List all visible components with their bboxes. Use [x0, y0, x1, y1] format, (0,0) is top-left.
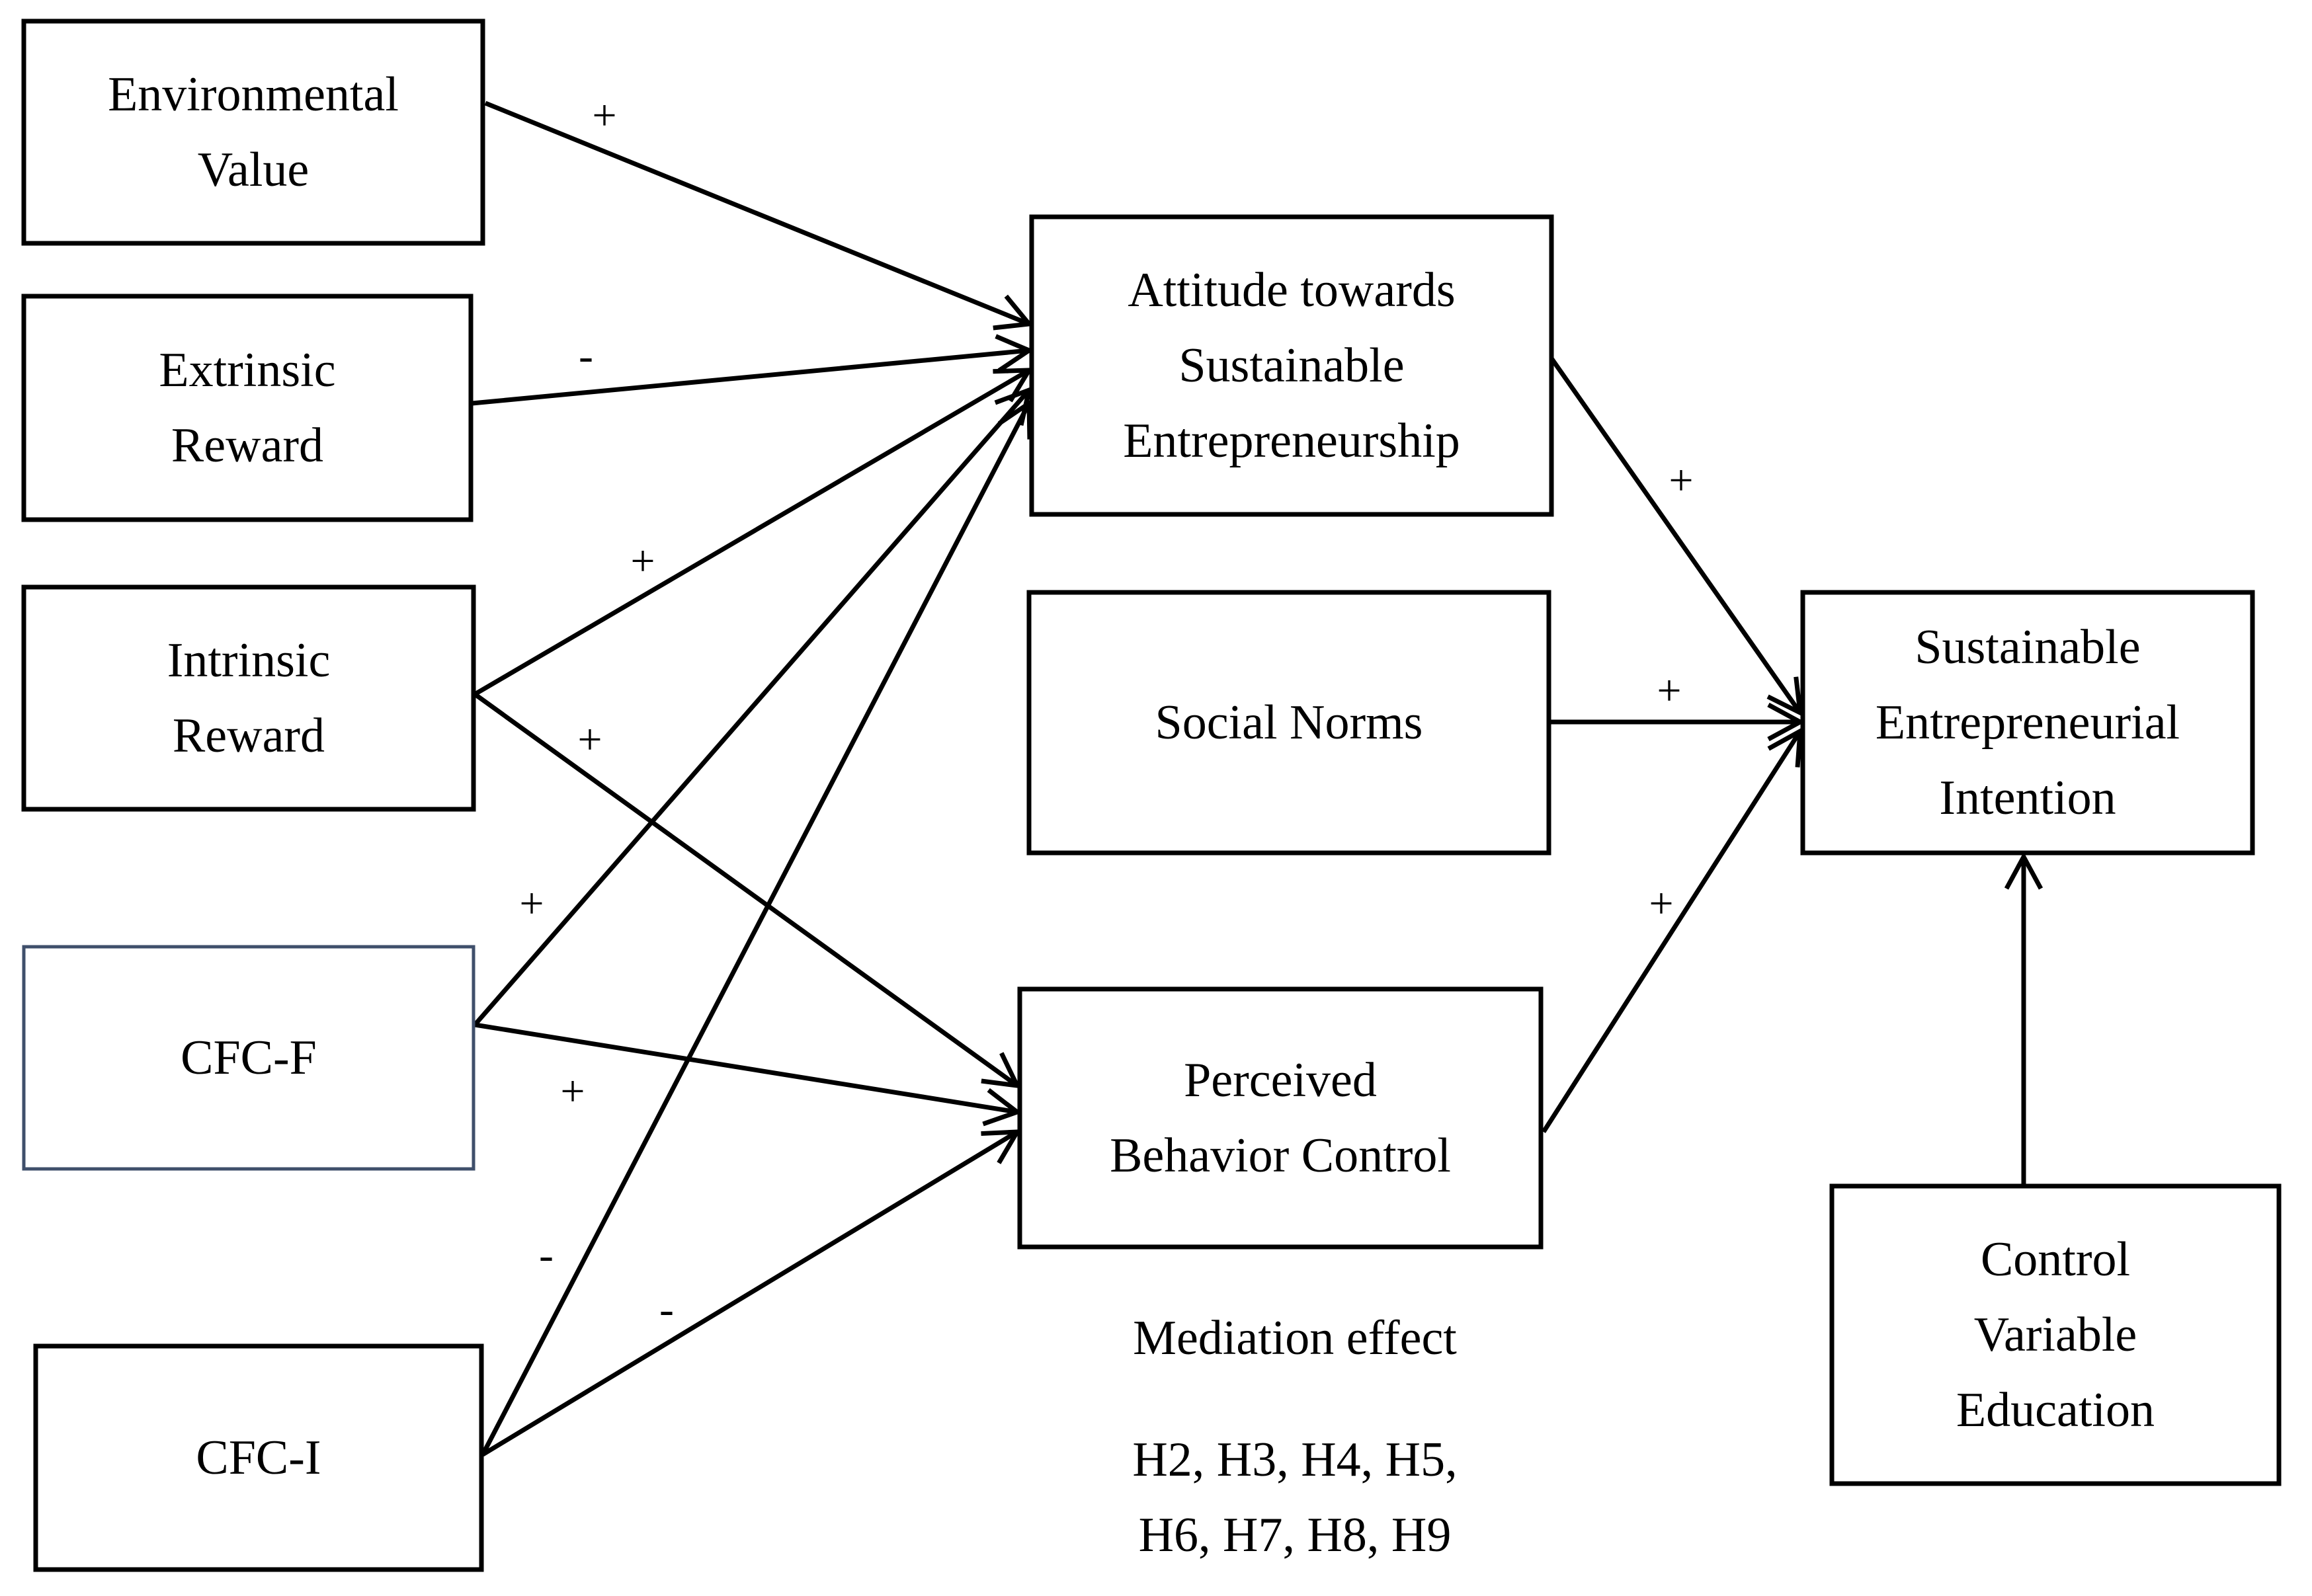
- edges-layer: + - + + + + - - + + +: [472, 91, 2044, 1456]
- edge-sign-label: +: [1649, 879, 1673, 928]
- mediation-hypotheses-line-1: H2, H3, H4, H5,: [1132, 1433, 1457, 1487]
- node-label-attitude-line-3: Entrepreneurship: [1123, 414, 1460, 468]
- edge-sign-label: +: [1669, 456, 1693, 504]
- node-cfc-i: CFC-I: [33, 1343, 484, 1572]
- node-label-social-norms-line-1: Social Norms: [1155, 696, 1423, 750]
- node-label-control-line-2: Variable: [1974, 1308, 2137, 1362]
- edge-sign-label: +: [519, 879, 544, 928]
- node-label-environmental-value-line-2: Value: [198, 143, 310, 197]
- node-label-control-line-3: Education: [1956, 1383, 2155, 1437]
- node-box-social-norms: [1026, 590, 1551, 856]
- arrowhead-icon: [993, 368, 1034, 403]
- edge-attitude-to-intention: +: [1549, 356, 1803, 717]
- edge-sign-label: +: [630, 537, 655, 585]
- edge-intrinsic-reward-to-pbc: +: [473, 692, 1021, 1089]
- arrowhead-icon: [995, 334, 1034, 373]
- arrowhead-icon: [1767, 727, 1803, 768]
- edge-environmental-value-to-attitude: +: [484, 91, 1034, 331]
- edge-cfc-i-to-pbc: -: [481, 1129, 1022, 1456]
- node-social-norms: Social Norms: [1026, 590, 1551, 856]
- edge-control-to-intention: [2004, 852, 2044, 1185]
- node-box-attitude: [1029, 214, 1554, 517]
- node-label-attitude-line-1: Attitude towards: [1128, 263, 1455, 317]
- node-label-extrinsic-reward-line-1: Extrinsic: [159, 343, 335, 397]
- arrowhead-icon: [993, 294, 1034, 331]
- edge-sign-label: -: [659, 1285, 674, 1334]
- edge-cfc-f-to-attitude: +: [473, 386, 1032, 1027]
- node-label-intrinsic-reward-line-2: Reward: [173, 709, 325, 763]
- edge-line: [473, 388, 1031, 1027]
- node-label-intention-line-2: Entrepreneurial: [1876, 696, 2180, 750]
- edge-line: [480, 402, 1032, 1456]
- edge-extrinsic-reward-to-attitude: -: [472, 332, 1034, 406]
- node-cfc-f: CFC-F: [22, 945, 475, 1171]
- nodes-layer: EnvironmentalValueExtrinsicRewardIntrins…: [21, 19, 2282, 1572]
- edge-sign-label: +: [577, 715, 602, 764]
- edge-cfc-i-to-attitude: -: [480, 399, 1032, 1456]
- arrowhead-icon: [1766, 676, 1803, 717]
- arrowhead-icon: [2004, 852, 2044, 890]
- arrowhead-icon: [981, 1129, 1022, 1164]
- node-label-cfc-i-line-1: CFC-I: [196, 1431, 321, 1485]
- node-box-environmental-value: [21, 19, 485, 246]
- edge-intrinsic-reward-to-attitude: +: [474, 368, 1034, 697]
- edge-line: [1542, 730, 1802, 1133]
- edge-sign-label: +: [592, 91, 616, 140]
- arrowhead-icon: [981, 1052, 1021, 1089]
- node-label-extrinsic-reward-line-2: Reward: [171, 419, 323, 473]
- edge-line: [474, 1022, 1018, 1115]
- node-label-intention-line-3: Intention: [1939, 771, 2116, 825]
- node-label-control-line-1: Control: [1981, 1232, 2130, 1287]
- edge-line: [474, 368, 1030, 697]
- edge-sign-label: -: [539, 1231, 554, 1279]
- edge-sign-label: +: [560, 1067, 585, 1115]
- edge-sign-label: -: [579, 332, 593, 380]
- node-box-intention: [1800, 590, 2255, 856]
- edge-line: [481, 1130, 1018, 1456]
- node-box-intrinsic-reward: [21, 584, 476, 812]
- node-label-intention-line-1: Sustainable: [1915, 620, 2140, 674]
- node-label-environmental-value-line-1: Environmental: [108, 67, 399, 122]
- node-attitude: Attitude towardsSustainableEntrepreneurs…: [1029, 214, 1554, 517]
- mediation-note: Mediation effect H2, H3, H4, H5, H6, H7,…: [1132, 1311, 1457, 1562]
- node-label-pbc-line-1: Perceived: [1184, 1053, 1377, 1107]
- node-box-pbc: [1017, 986, 1544, 1250]
- mediation-hypotheses-line-2: H6, H7, H8, H9: [1139, 1508, 1452, 1562]
- edge-sign-label: +: [1657, 666, 1681, 715]
- node-box-cfc-i: [33, 1343, 484, 1572]
- edge-cfc-f-to-pbc: +: [474, 1022, 1022, 1127]
- edge-line: [1549, 356, 1802, 715]
- edge-line: [484, 100, 1030, 327]
- arrowhead-icon: [1767, 702, 1805, 742]
- arrowhead-icon: [982, 1088, 1022, 1127]
- mediation-title: Mediation effect: [1133, 1311, 1457, 1365]
- node-box-control: [1829, 1183, 2282, 1486]
- edge-pbc-to-intention: +: [1542, 727, 1803, 1133]
- edge-social-norms-to-intention: +: [1550, 666, 1805, 742]
- node-label-intrinsic-reward-line-1: Intrinsic: [167, 633, 331, 688]
- node-box-cfc-f: [22, 945, 475, 1171]
- edge-line: [473, 692, 1019, 1088]
- node-label-cfc-f-line-1: CFC-F: [181, 1031, 317, 1085]
- edge-line: [472, 348, 1030, 406]
- node-label-attitude-line-2: Sustainable: [1178, 339, 1404, 393]
- node-label-pbc-line-2: Behavior Control: [1110, 1129, 1451, 1183]
- node-box-extrinsic-reward: [21, 294, 474, 522]
